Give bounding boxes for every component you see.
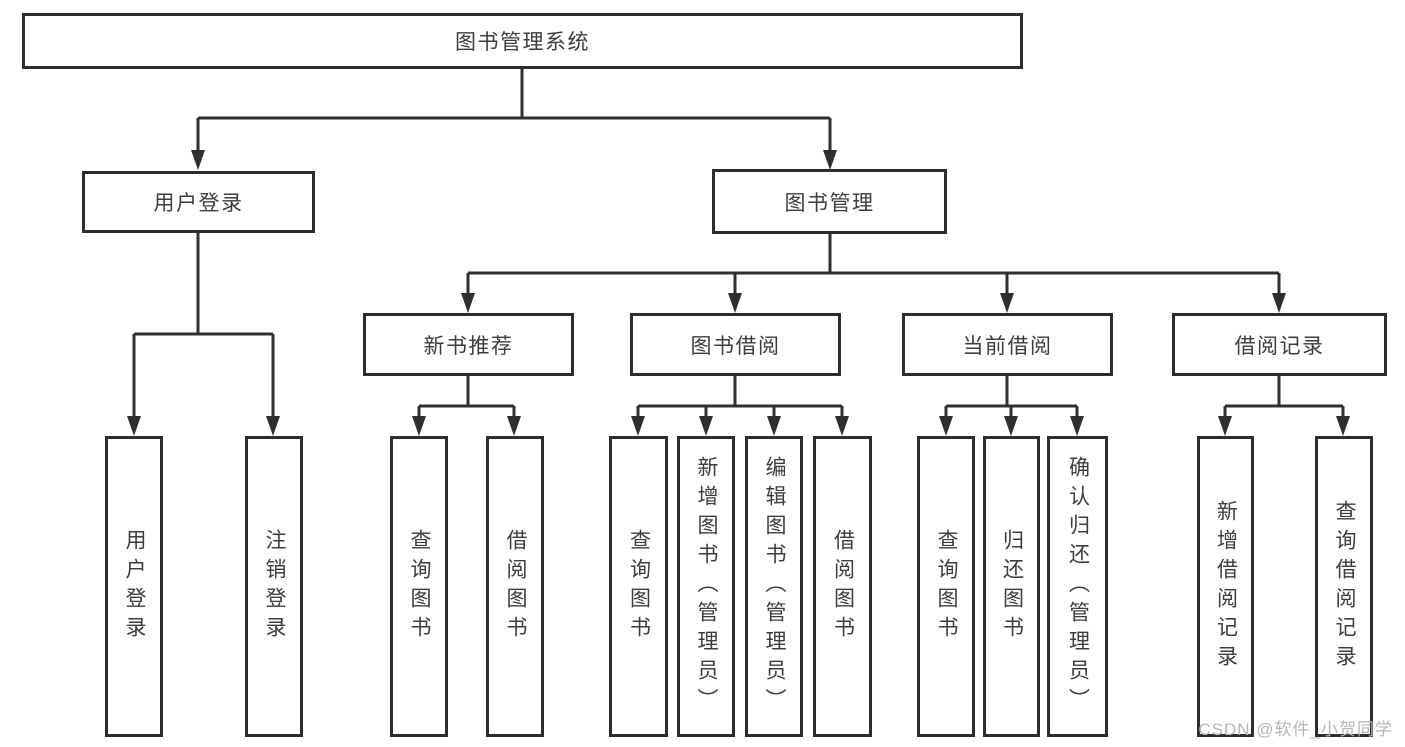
node-edit-books-admin-label: 编辑图书（管理员） <box>763 456 786 717</box>
node-confirm-return-admin-label: 确认归还（管理员） <box>1066 456 1090 717</box>
node-query-books-current-label: 查询图书 <box>935 528 958 645</box>
node-user-login: 用户登录 <box>82 171 315 233</box>
node-confirm-return-admin: 确认归还（管理员） <box>1047 436 1108 737</box>
node-query-books-recommend-label: 查询图书 <box>408 528 431 645</box>
connector-userlogin-to-leaves <box>132 233 275 424</box>
node-logout-leaf: 注销登录 <box>245 436 303 737</box>
node-query-borrow-record: 查询借阅记录 <box>1315 436 1373 737</box>
watermark: CSDN @软件_小贺同学 <box>1198 720 1393 739</box>
node-query-books-borrowing-label: 查询图书 <box>627 528 651 645</box>
node-edit-books-admin: 编辑图书（管理员） <box>745 436 803 737</box>
node-borrow-records-label: 借阅记录 <box>1234 334 1325 358</box>
node-user-login-leaf-label: 用户登录 <box>123 528 146 645</box>
connector-current-to-leaves <box>944 376 1079 424</box>
node-book-management: 图书管理 <box>712 169 947 234</box>
connector-newrec-to-leaves <box>417 376 516 424</box>
node-current-borrowing-label: 当前借阅 <box>962 334 1053 358</box>
connector-bookmgmt-to-level3 <box>466 234 1281 301</box>
node-query-borrow-record-label: 查询借阅记录 <box>1333 499 1356 674</box>
node-return-books: 归还图书 <box>983 436 1040 737</box>
node-query-books-recommend: 查询图书 <box>390 436 448 737</box>
node-book-management-label: 图书管理 <box>784 191 875 215</box>
node-user-login-leaf: 用户登录 <box>105 436 163 737</box>
node-add-borrow-record: 新增借阅记录 <box>1197 436 1254 737</box>
node-book-borrowing-label: 图书借阅 <box>690 334 781 358</box>
node-logout-leaf-label: 注销登录 <box>263 528 286 645</box>
node-current-borrowing: 当前借阅 <box>902 313 1113 376</box>
node-add-borrow-record-label: 新增借阅记录 <box>1214 499 1238 674</box>
node-borrow-books-recommend-label: 借阅图书 <box>504 528 527 645</box>
node-return-books-label: 归还图书 <box>1000 528 1024 645</box>
node-borrow-books-borrowing-label: 借阅图书 <box>831 528 855 645</box>
node-borrow-books-borrowing: 借阅图书 <box>813 436 872 737</box>
node-add-books-admin: 新增图书（管理员） <box>677 436 735 737</box>
node-query-books-borrowing: 查询图书 <box>609 436 668 737</box>
node-query-books-current: 查询图书 <box>917 436 975 737</box>
connector-borrow-to-leaves <box>636 376 844 424</box>
node-library-system-label: 图书管理系统 <box>455 31 590 54</box>
node-borrow-records: 借阅记录 <box>1172 313 1387 376</box>
node-new-book-recommend-label: 新书推荐 <box>423 334 514 358</box>
node-library-system: 图书管理系统 <box>22 13 1023 69</box>
node-new-book-recommend: 新书推荐 <box>363 313 574 376</box>
connector-root-to-level2 <box>196 68 832 158</box>
node-add-books-admin-label: 新增图书（管理员） <box>695 456 718 717</box>
node-user-login-label: 用户登录 <box>153 192 244 215</box>
arrowheads <box>127 150 1350 436</box>
connector-record-to-leaves <box>1223 376 1345 424</box>
node-book-borrowing: 图书借阅 <box>630 313 841 376</box>
node-borrow-books-recommend: 借阅图书 <box>486 436 544 737</box>
